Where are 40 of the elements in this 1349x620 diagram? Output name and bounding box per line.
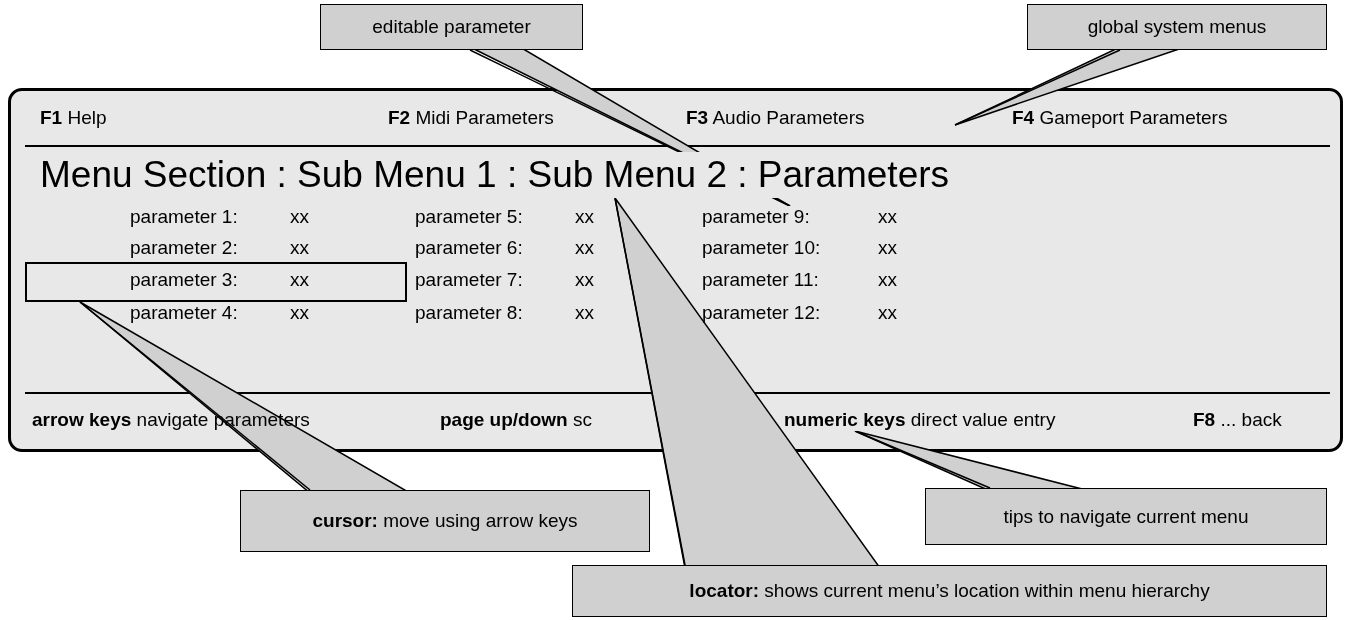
- parameter-text: parameter 4:: [130, 302, 238, 324]
- parameter-text: xx: [575, 237, 594, 259]
- locator-title: Menu Section : Sub Menu 1 : Sub Menu 2 : Parameters: [40, 152, 950, 198]
- menu-text: F4 Gameport Parameters: [1012, 107, 1228, 129]
- parameter-text: parameter 2:: [130, 237, 238, 259]
- callout-box: locator: shows current menu’s location within menu hierarchy: [572, 565, 1327, 617]
- parameter-text: xx: [878, 269, 897, 291]
- screen-panel: [8, 88, 1343, 452]
- parameter-text: parameter 1:: [130, 206, 238, 228]
- menu-text: F2 Midi Parameters: [388, 107, 554, 129]
- parameter-text: xx: [878, 302, 897, 324]
- parameter-text: xx: [878, 206, 897, 228]
- parameter-text: xx: [575, 269, 594, 291]
- parameter-text: xx: [290, 269, 309, 291]
- parameter-text: parameter 12:: [702, 302, 821, 324]
- menu-text: F3 Audio Parameters: [686, 107, 865, 129]
- parameter-text: xx: [290, 237, 309, 259]
- callout-box: global system menus: [1027, 4, 1327, 50]
- parameter-text: parameter 11:: [702, 269, 819, 291]
- parameter-text: parameter 6:: [415, 237, 523, 259]
- leader-line: [79, 301, 311, 491]
- parameter-text: xx: [290, 302, 309, 324]
- callout-box: cursor: move using arrow keys: [240, 490, 650, 552]
- parameter-text: xx: [575, 302, 594, 324]
- parameter-text: xx: [290, 206, 309, 228]
- parameter-text: parameter 3:: [130, 269, 238, 291]
- parameter-text: parameter 7:: [415, 269, 523, 291]
- screen-text: parameter 9:: [702, 206, 810, 228]
- cursor-frame: [25, 262, 407, 302]
- menu-text: F8 ... back: [1193, 409, 1282, 431]
- leader-line: [614, 197, 686, 566]
- menu-text: F1 Help: [40, 107, 107, 129]
- parameter-text: parameter 10:: [702, 237, 821, 259]
- parameter-text: xx: [575, 206, 594, 228]
- parameter-text: parameter 5:: [415, 206, 523, 228]
- menu-text: page up/down sc: [440, 409, 592, 431]
- parameter-text: parameter 8:: [415, 302, 523, 324]
- callout-box: tips to navigate current menu: [925, 488, 1327, 545]
- callout-box: editable parameter: [320, 4, 583, 50]
- parameter-text: xx: [878, 237, 897, 259]
